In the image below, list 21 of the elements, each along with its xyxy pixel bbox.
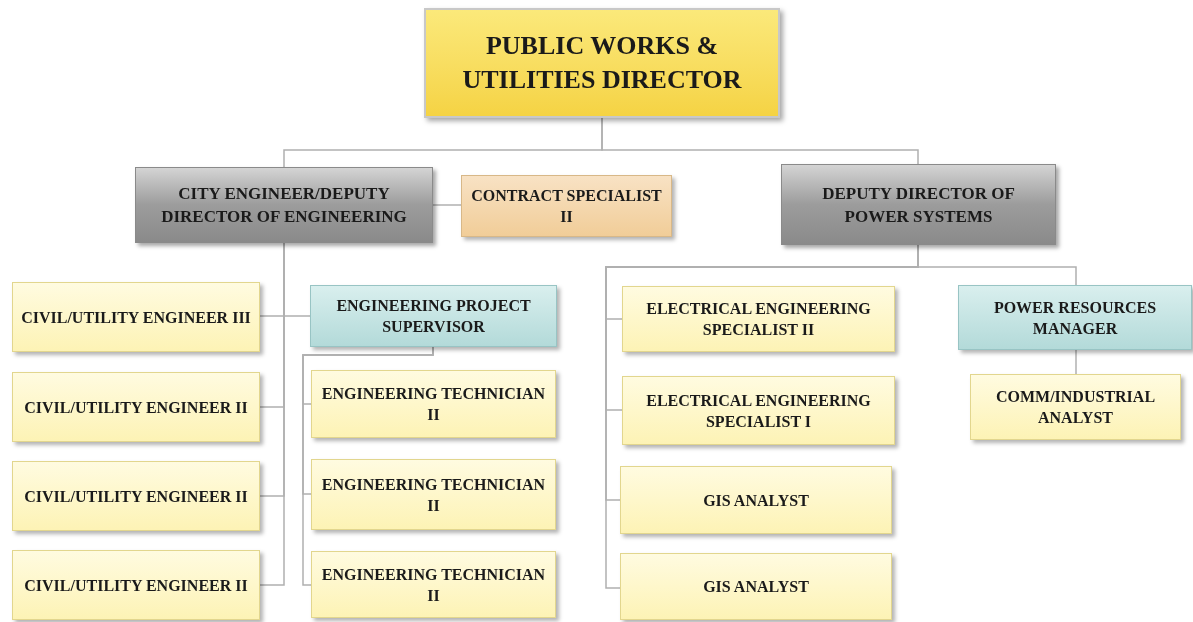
position-box: CIVIL/UTILITY ENGINEER II [12, 461, 260, 531]
connector-line [1075, 349, 1077, 375]
position-box: COMM/INDUSTRIAL ANALYST [970, 374, 1181, 440]
position-box: ELECTRICAL ENGINEERING SPECIALIST II [622, 286, 895, 352]
position-box: ENGINEERING TECHNICIAN II [311, 459, 556, 530]
position-box: GIS ANALYST [620, 466, 892, 534]
position-box: ENGINEERING TECHNICIAN II [311, 551, 556, 618]
position-box: ENGINEERING TECHNICIAN II [311, 370, 556, 438]
director-box: PUBLIC WORKS & UTILITIES DIRECTOR [424, 8, 780, 118]
connector-line [432, 204, 462, 206]
manager-box: ENGINEERING PROJECT SUPERVISOR [310, 285, 557, 347]
position-box: ELECTRICAL ENGINEERING SPECIALIST I [622, 376, 895, 445]
deputy-box: CITY ENGINEER/DEPUTY DIRECTOR OF ENGINEERING [135, 167, 433, 243]
position-box: GIS ANALYST [620, 553, 892, 620]
position-box: CIVIL/UTILITY ENGINEER II [12, 550, 260, 620]
position-box: CIVIL/UTILITY ENGINEER II [12, 372, 260, 442]
position-box: CIVIL/UTILITY ENGINEER III [12, 282, 260, 352]
deputy-box: DEPUTY DIRECTOR OF POWER SYSTEMS [781, 164, 1056, 245]
connector-line [601, 117, 919, 165]
manager-box: POWER RESOURCES MANAGER [958, 285, 1192, 350]
position-box: CONTRACT SPECIALIST II [461, 175, 672, 237]
